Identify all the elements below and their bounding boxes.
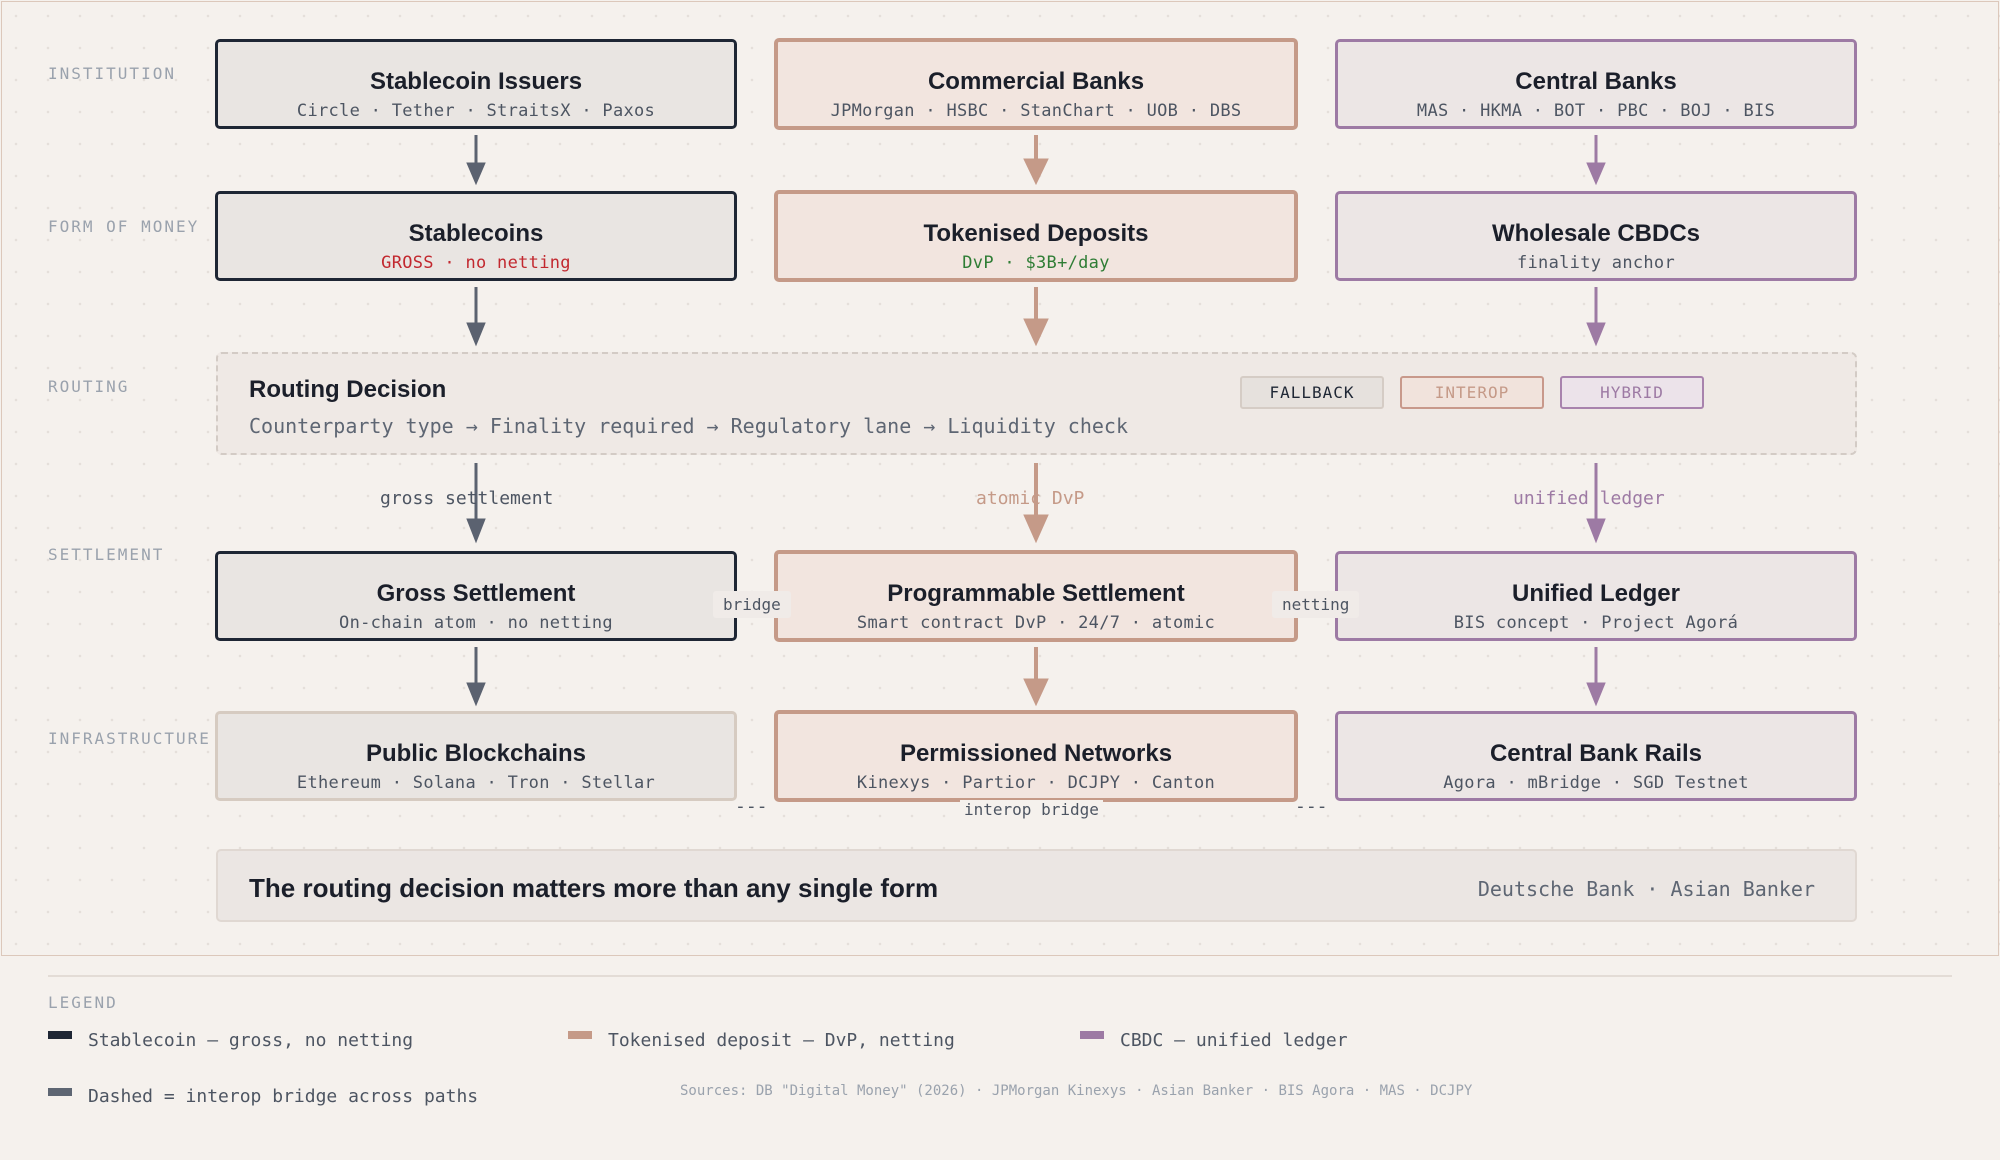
- node-programmable-settlement: Programmable Settlement Smart contract D…: [774, 550, 1298, 642]
- edge-label-gross-settlement: gross settlement: [380, 488, 554, 509]
- edge-label-unified-ledger: unified ledger: [1513, 488, 1665, 509]
- node-subtitle: BIS concept · Project Agorá: [1453, 613, 1739, 633]
- legend-item-stablecoin: Stablecoin — gross, no netting: [88, 1030, 414, 1051]
- node-subtitle: GROSS · no netting: [381, 253, 571, 273]
- node-title: Stablecoin Issuers: [369, 68, 583, 95]
- lane-label-settlement: SETTLEMENT: [48, 545, 165, 564]
- bridge-tag: bridge: [713, 591, 791, 618]
- legend-swatch-bridge: [48, 1088, 72, 1096]
- node-unified-ledger: Unified Ledger BIS concept · Project Ago…: [1335, 551, 1857, 641]
- lane-label-institution: INSTITUTION: [48, 64, 176, 83]
- node-stablecoins: Stablecoins GROSS · no netting: [215, 191, 737, 281]
- node-title: Public Blockchains: [365, 740, 587, 767]
- netting-tag: netting: [1272, 591, 1360, 618]
- node-tokenised-deposits: Tokenised Deposits DvP · $3B+/day: [774, 190, 1298, 282]
- node-title: Stablecoins: [408, 220, 544, 247]
- node-subtitle: Ethereum · Solana · Tron · Stellar: [296, 773, 656, 793]
- summary-title: The routing decision matters more than a…: [249, 873, 939, 903]
- lane-label-infrastructure: INFRASTRUCTURE: [48, 729, 211, 748]
- flow-arrows: [466, 135, 1606, 707]
- arrows-cbdc-path: [1586, 135, 1606, 707]
- lane-label-routing: ROUTING: [48, 377, 130, 396]
- summary-source: Deutsche Bank · Asian Banker: [1477, 877, 1815, 901]
- pill-interop: INTEROP: [1400, 376, 1544, 409]
- node-subtitle: JPMorgan · HSBC · StanChart · UOB · DBS: [830, 101, 1242, 121]
- node-title: Gross Settlement: [376, 580, 576, 607]
- interop-dash-left: ---: [735, 796, 768, 817]
- node-title: Permissioned Networks: [899, 740, 1173, 767]
- node-title: Unified Ledger: [1511, 580, 1680, 607]
- summary-banner: The routing decision matters more than a…: [216, 849, 1857, 922]
- arrows-stablecoin-path: [466, 135, 486, 707]
- legend-swatch-cbdc: [1080, 1031, 1104, 1039]
- routing-steps: Counterparty type → Finality required → …: [249, 414, 1128, 438]
- node-central-bank-rails: Central Bank Rails Agora · mBridge · SGD…: [1335, 711, 1857, 801]
- node-permissioned-networks: Permissioned Networks Kinexys · Partior …: [774, 710, 1298, 802]
- routing-decision-panel: Routing Decision Counterparty type → Fin…: [216, 352, 1857, 455]
- node-wholesale-cbdcs: Wholesale CBDCs finality anchor: [1335, 191, 1857, 281]
- node-subtitle: MAS · HKMA · BOT · PBC · BOJ · BIS: [1416, 101, 1776, 121]
- node-stablecoin-issuers: Stablecoin Issuers Circle · Tether · Str…: [215, 39, 737, 129]
- legend-divider: [48, 975, 1952, 977]
- legend-item-deposit: Tokenised deposit — DvP, netting: [608, 1030, 955, 1051]
- node-title: Commercial Banks: [927, 68, 1145, 95]
- node-commercial-banks: Commercial Banks JPMorgan · HSBC · StanC…: [774, 38, 1298, 130]
- node-title: Central Bank Rails: [1489, 740, 1703, 767]
- node-subtitle: Smart contract DvP · 24/7 · atomic: [856, 613, 1216, 633]
- legend-swatch-stablecoin: [48, 1031, 72, 1039]
- node-central-banks: Central Banks MAS · HKMA · BOT · PBC · B…: [1335, 39, 1857, 129]
- pill-hybrid: HYBRID: [1560, 376, 1704, 409]
- node-gross-settlement: Gross Settlement On-chain atom · no nett…: [215, 551, 737, 641]
- node-title: Central Banks: [1515, 68, 1677, 95]
- node-public-blockchains: Public Blockchains Ethereum · Solana · T…: [215, 711, 737, 801]
- node-title: Tokenised Deposits: [923, 220, 1149, 247]
- routing-title: Routing Decision: [249, 376, 447, 403]
- node-subtitle: DvP · $3B+/day: [962, 253, 1110, 273]
- legend-title: LEGEND: [48, 993, 118, 1012]
- node-subtitle: Kinexys · Partior · DCJPY · Canton: [856, 773, 1216, 793]
- sources-note: Sources: DB "Digital Money" (2026) · JPM…: [680, 1083, 1473, 1099]
- node-title: Wholesale CBDCs: [1491, 220, 1701, 247]
- legend-item-bridge: Dashed = interop bridge across paths: [88, 1086, 479, 1107]
- lane-label-form-of-money: FORM OF MONEY: [48, 217, 200, 236]
- edge-label-atomic-dvp: atomic DvP: [976, 488, 1085, 509]
- legend-swatch-deposit: [568, 1031, 592, 1039]
- node-subtitle: Circle · Tether · StraitsX · Paxos: [296, 101, 656, 121]
- diagram-frame: [1, 1, 1999, 956]
- node-subtitle: finality anchor: [1516, 253, 1676, 273]
- node-title: Programmable Settlement: [887, 580, 1185, 607]
- pill-fallback: FALLBACK: [1240, 376, 1384, 409]
- legend-item-cbdc: CBDC — unified ledger: [1120, 1030, 1348, 1051]
- interop-bridge-label: interop bridge: [960, 800, 1103, 819]
- node-subtitle: Agora · mBridge · SGD Testnet: [1443, 773, 1749, 793]
- node-subtitle: On-chain atom · no netting: [339, 613, 613, 633]
- arrows-deposit-path: [1023, 135, 1049, 707]
- interop-dash-right: ---: [1295, 796, 1328, 817]
